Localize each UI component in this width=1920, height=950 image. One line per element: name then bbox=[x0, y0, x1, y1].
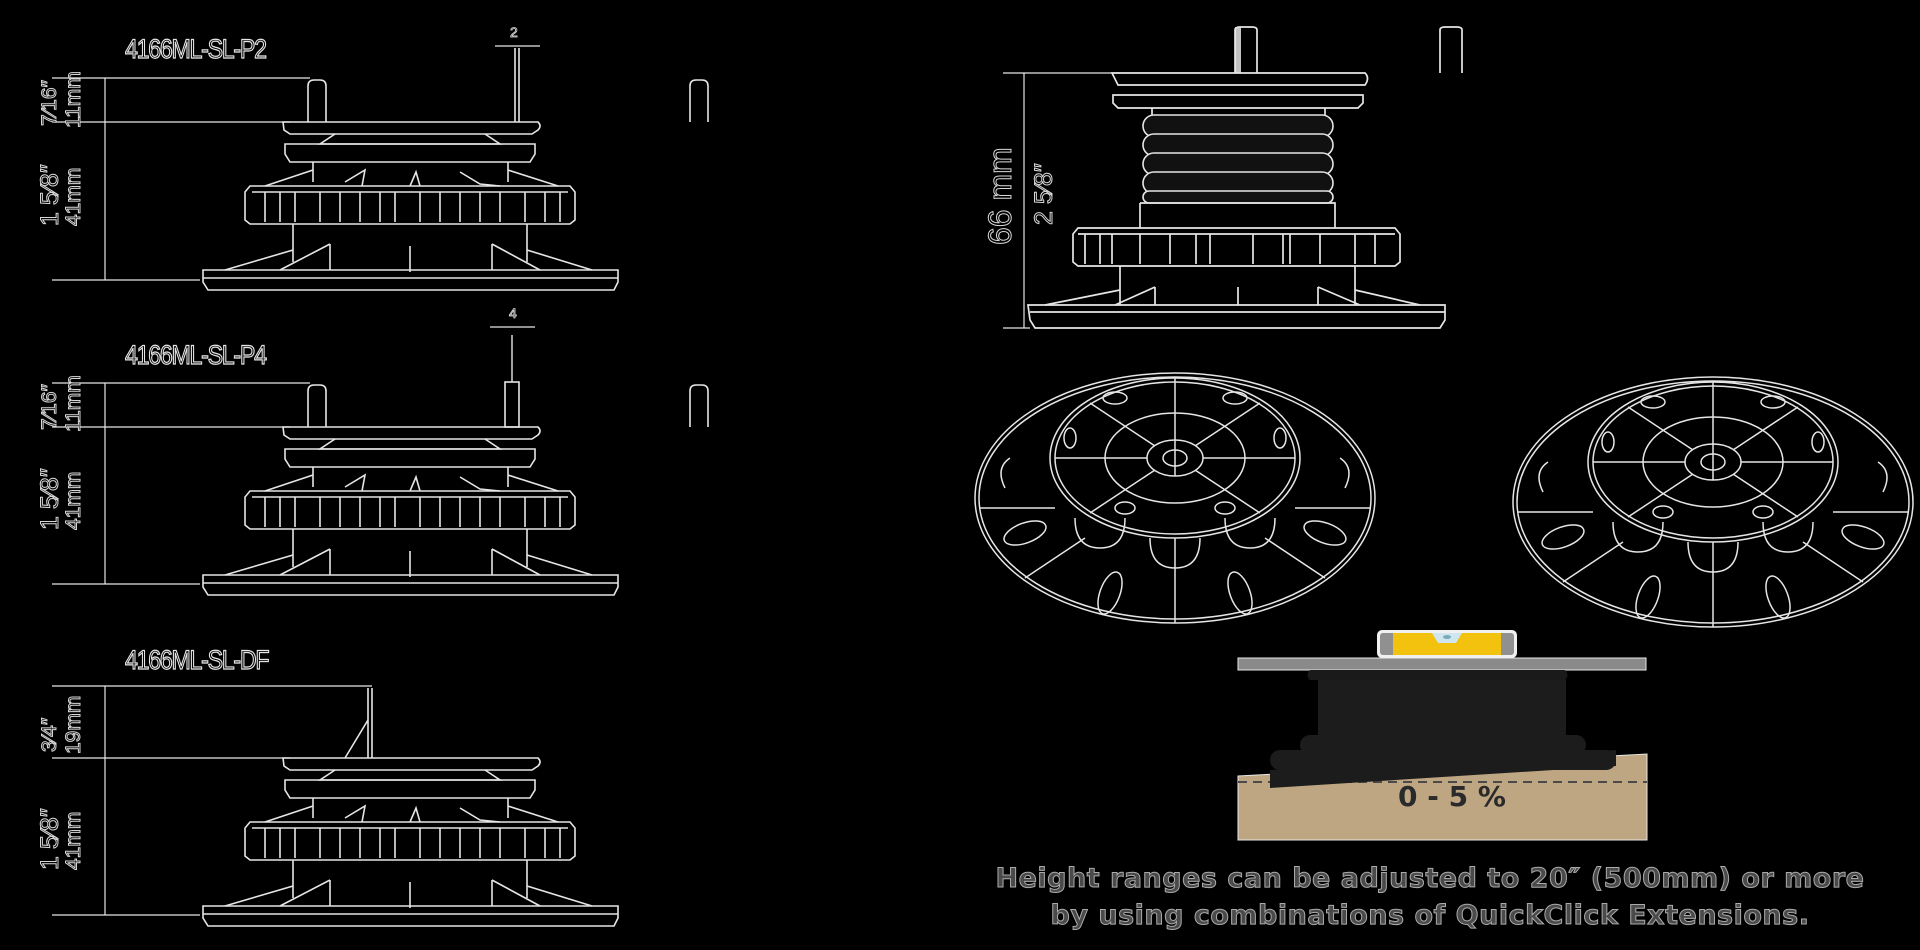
dim-extended-imperial: 2 5⁄8″ bbox=[1030, 163, 1059, 226]
dim-p4-base-metric: 41mm bbox=[62, 471, 86, 530]
top-view-disc-left bbox=[974, 372, 1376, 624]
dim-df-base-imperial: 1 5⁄8″ bbox=[36, 808, 65, 871]
slope-illustration bbox=[1237, 630, 1648, 841]
dim-p2-top-imperial: 7⁄16″ bbox=[38, 80, 62, 127]
dimension-lines-p4 bbox=[52, 382, 310, 585]
dim-p4-top-imperial: 7⁄16″ bbox=[38, 384, 62, 431]
dimension-line-extended bbox=[1003, 72, 1120, 329]
model-label-p4: 4166ML-SL-P4 bbox=[124, 339, 267, 370]
dim-df-top-imperial: 3⁄4″ bbox=[38, 717, 62, 752]
dim-p2-base-metric: 41mm bbox=[62, 167, 86, 226]
model-label-p2: 4166ML-SL-P2 bbox=[124, 33, 267, 64]
height-range-caption: Height ranges can be adjusted to 20″ (50… bbox=[940, 860, 1920, 934]
pedestal-p4-drawing bbox=[202, 326, 709, 596]
dim-p2-base-imperial: 1 5⁄8″ bbox=[36, 164, 65, 227]
extended-pedestal-drawing bbox=[1027, 26, 1463, 329]
dim-df-base-metric: 41mm bbox=[62, 811, 86, 870]
dim-df-top-metric: 19mm bbox=[62, 695, 86, 754]
dim-extended-metric: 66 mm bbox=[982, 147, 1019, 246]
spirit-level bbox=[1377, 630, 1517, 658]
dim-p4-base-imperial: 1 5⁄8″ bbox=[36, 468, 65, 531]
tab-width-label-p4: 4 bbox=[509, 305, 518, 322]
caption-line-1: Height ranges can be adjusted to 20″ (50… bbox=[995, 863, 1865, 895]
caption-line-2: by using combinations of QuickClick Exte… bbox=[1050, 900, 1810, 932]
top-view-disc-right bbox=[1512, 376, 1914, 628]
pedestal-df-drawing bbox=[202, 688, 619, 927]
model-label-df: 4166ML-SL-DF bbox=[124, 644, 270, 675]
slope-percentage-label: 0 - 5 % bbox=[1398, 780, 1506, 813]
dimension-lines-p2 bbox=[52, 77, 310, 281]
dim-p4-top-metric: 11mm bbox=[62, 375, 86, 433]
pedestal-p2-drawing bbox=[202, 45, 709, 291]
tab-width-label-p2: 2 bbox=[510, 24, 519, 41]
dimension-lines-df bbox=[52, 685, 372, 916]
dim-p2-top-metric: 11mm bbox=[62, 71, 86, 129]
